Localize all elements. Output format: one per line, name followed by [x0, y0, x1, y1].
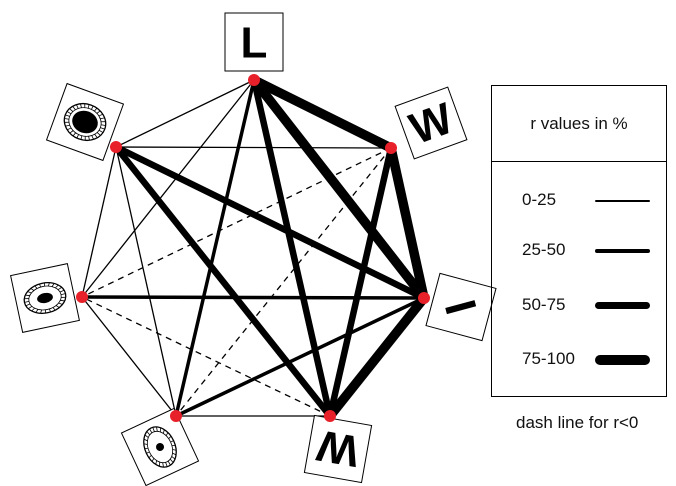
node-dot-eye1	[170, 410, 182, 422]
legend-title: r values in %	[492, 86, 666, 162]
node-dot-L	[248, 74, 260, 86]
edge-eye1-eye2	[81, 296, 177, 417]
node-card-L: L	[224, 12, 284, 72]
node-cards-layer: L W I W	[10, 12, 497, 486]
edge-W1-eye3	[115, 146, 392, 149]
legend-swatch-thin	[595, 200, 650, 202]
node-card-eye1	[120, 407, 200, 486]
legend-label: 0-25	[522, 190, 557, 209]
legend-label: 50-75	[522, 295, 566, 314]
legend-row-0-25: 0-25	[492, 186, 666, 216]
edge-eye2-eye3	[81, 146, 117, 298]
node-card-I: I	[425, 272, 497, 342]
legend-row-75-100: 75-100	[492, 345, 666, 375]
node-label-L: L	[241, 19, 268, 68]
edge-W1-eye2	[81, 147, 392, 298]
node-card-W1: W	[394, 86, 468, 160]
edges-layer	[81, 75, 429, 419]
node-dot-eye3	[110, 141, 122, 153]
legend-row-50-75: 50-75	[492, 291, 666, 321]
edge-I-eye1	[175, 296, 425, 418]
node-dot-eye2	[76, 291, 88, 303]
node-label-W2: W	[313, 420, 363, 476]
edge-L-eye2	[81, 79, 255, 298]
node-card-eye3	[45, 82, 125, 162]
legend-swatch-thickest	[595, 354, 650, 365]
eye-oval-pupil-icon	[23, 282, 67, 314]
node-dot-W1	[385, 142, 397, 154]
legend-label: 25-50	[522, 240, 566, 259]
edge-eye1-eye3	[115, 146, 177, 417]
legend: r values in % 0-25 25-50 50-75 75-100	[491, 85, 667, 397]
legend-row-25-50: 25-50	[492, 236, 666, 266]
edge-W1-eye1	[175, 147, 392, 417]
node-card-W2: W	[303, 414, 373, 484]
letter-L-icon: L	[241, 19, 268, 68]
edge-L-W2	[250, 79, 334, 417]
node-card-eye2	[10, 263, 80, 333]
node-dots-layer	[76, 74, 430, 422]
edge-L-eye3	[115, 79, 255, 148]
edge-L-W1	[251, 75, 394, 153]
letter-W-inverted-icon: W	[313, 420, 363, 476]
edge-I-W2	[326, 295, 428, 419]
edge-W2-eye2	[81, 296, 331, 417]
eye-small-pupil-icon	[143, 426, 177, 468]
edge-W2-eye3	[113, 144, 333, 419]
edge-I-eye3	[114, 144, 426, 301]
edge-L-I	[250, 77, 428, 301]
eye-large-pupil-icon	[63, 102, 107, 142]
node-dot-W2	[324, 410, 336, 422]
legend-swatch-medium	[595, 248, 650, 253]
node-dot-I	[418, 292, 430, 304]
edge-I-eye2	[81, 295, 425, 300]
edge-W1-W2	[326, 147, 395, 417]
edge-L-eye1	[174, 79, 256, 417]
legend-label: 75-100	[522, 349, 575, 368]
legend-footnote: dash line for r<0	[516, 413, 639, 432]
edge-W1-I	[386, 146, 429, 300]
legend-swatch-thick	[595, 302, 650, 309]
